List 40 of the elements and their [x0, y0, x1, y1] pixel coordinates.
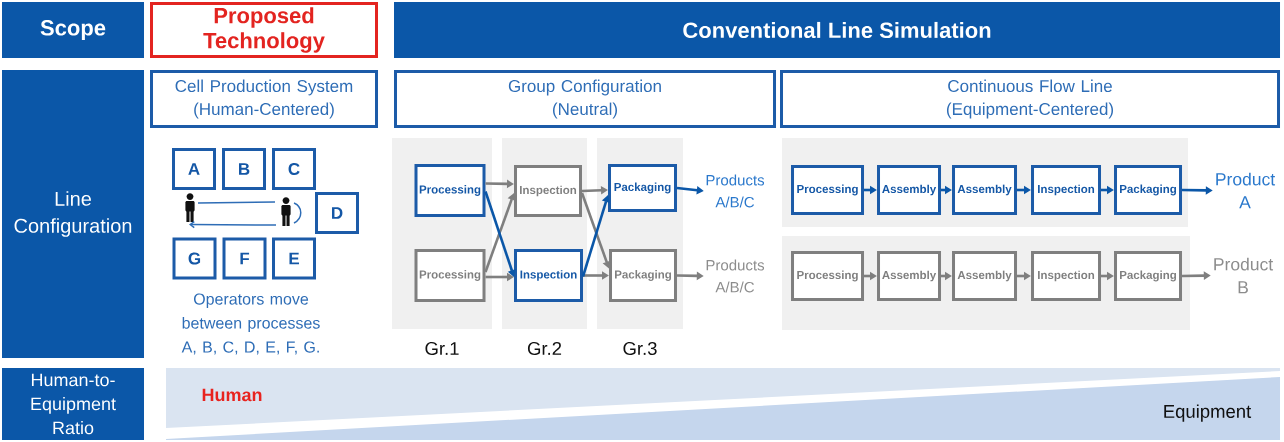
node-label: Gr.3 [623, 341, 657, 356]
process-box: Inspection [1031, 251, 1101, 301]
row-header: Human-to- Equipment Ratio [2, 368, 144, 440]
header-box: Conventional Line Simulation [394, 2, 1280, 58]
process-box: Inspection [514, 165, 582, 217]
process-box: A [172, 148, 216, 190]
process-box: E [272, 237, 316, 280]
row-header: Line Configuration [2, 70, 144, 358]
header-box: Scope [2, 2, 144, 58]
process-box: Processing [791, 251, 864, 301]
caption-text: Operators move between processes A, B, C, D, E, F, G. [181, 293, 320, 355]
header-box: Continuous Flow Line (Equipment-Centered) [780, 70, 1280, 128]
node-label: Gr.1 [425, 341, 459, 356]
process-box: Assembly [877, 165, 941, 215]
process-box: Packaging [1114, 165, 1182, 215]
process-box: C [272, 148, 316, 190]
arrow [583, 271, 609, 280]
process-box: Assembly [952, 165, 1017, 215]
process-box: Packaging [609, 249, 677, 302]
product-label: Products A/B/C [706, 259, 765, 293]
process-box: Processing [791, 165, 864, 215]
header-box: Proposed Technology [150, 2, 378, 58]
process-box: F [222, 237, 267, 280]
process-box: Processing [414, 249, 486, 302]
process-box: B [222, 148, 266, 190]
process-box: D [315, 192, 359, 234]
process-box: Packaging [608, 164, 677, 212]
product-label: Products A/B/C [706, 174, 765, 208]
process-box: Assembly [877, 251, 941, 301]
product-label: Product B [1214, 257, 1274, 294]
process-box: Inspection [1031, 165, 1101, 215]
header-box: Cell Production System (Human-Centered) [150, 70, 378, 128]
product-label: Product A [1216, 172, 1276, 209]
process-box: Inspection [514, 249, 583, 302]
process-box: Packaging [1114, 251, 1182, 301]
node-label: Gr.2 [527, 341, 562, 356]
header-box: Group Configuration (Neutral) [394, 70, 776, 128]
process-box: Assembly [952, 251, 1017, 301]
process-box: G [172, 237, 217, 280]
process-box: Processing [414, 164, 486, 217]
